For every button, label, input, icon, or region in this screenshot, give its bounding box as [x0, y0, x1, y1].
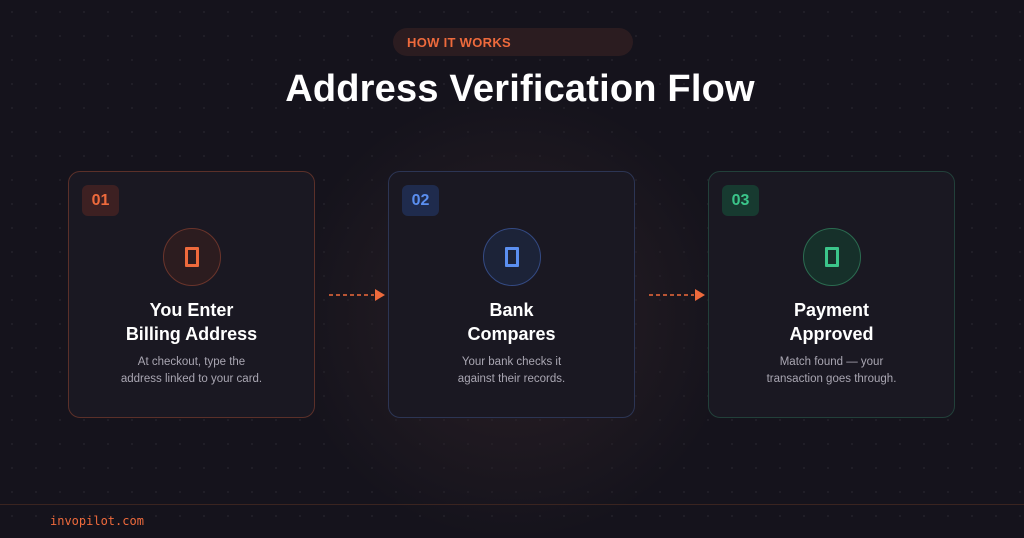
page-title: Address Verification Flow	[285, 68, 755, 110]
step-title: Payment Approved	[709, 298, 954, 346]
step-description-line-1: Your bank checks it	[461, 356, 562, 368]
flow-arrow-icon	[329, 289, 385, 301]
step-number-badge: 02	[402, 185, 439, 216]
flow-arrow-icon	[649, 289, 705, 301]
step-title-line-2: Billing Address	[125, 324, 258, 344]
step-title: You Enter Billing Address	[69, 298, 314, 346]
step-title-line-2: Compares	[467, 324, 556, 344]
eyebrow-label: HOW IT WORKS	[407, 34, 511, 50]
step-icon-circle	[483, 228, 541, 286]
step-description-line-1: Match found — your	[779, 356, 884, 368]
footer-divider	[0, 504, 1024, 505]
step-title-line-1: Bank	[489, 300, 534, 320]
step-title: Bank Compares	[389, 298, 634, 346]
step-card-1: 01 You Enter Billing Address At checkout…	[68, 171, 315, 418]
step-title-line-2: Approved	[789, 324, 874, 344]
footer-brand-link[interactable]: invopilot.com	[50, 514, 144, 528]
step-description: Your bank checks it against their record…	[389, 354, 634, 388]
step-number-badge: 03	[722, 185, 759, 216]
card-outline-icon	[185, 247, 199, 267]
step-description-line-1: At checkout, type the	[137, 356, 246, 368]
step-card-2: 02 Bank Compares Your bank checks it aga…	[388, 171, 635, 418]
step-title-line-1: Payment	[793, 300, 870, 320]
step-icon-circle	[803, 228, 861, 286]
step-card-3: 03 Payment Approved Match found — your t…	[708, 171, 955, 418]
step-description-line-2: transaction goes through.	[766, 373, 897, 385]
step-icon-circle	[163, 228, 221, 286]
card-outline-icon	[505, 247, 519, 267]
step-description: Match found — your transaction goes thro…	[709, 354, 954, 388]
step-description-line-2: address linked to your card.	[120, 373, 263, 385]
card-outline-icon	[825, 247, 839, 267]
eyebrow-pill: HOW IT WORKS	[393, 28, 633, 56]
step-description: At checkout, type the address linked to …	[69, 354, 314, 388]
step-title-line-1: You Enter	[149, 300, 234, 320]
step-number-badge: 01	[82, 185, 119, 216]
step-description-line-2: against their records.	[457, 373, 566, 385]
